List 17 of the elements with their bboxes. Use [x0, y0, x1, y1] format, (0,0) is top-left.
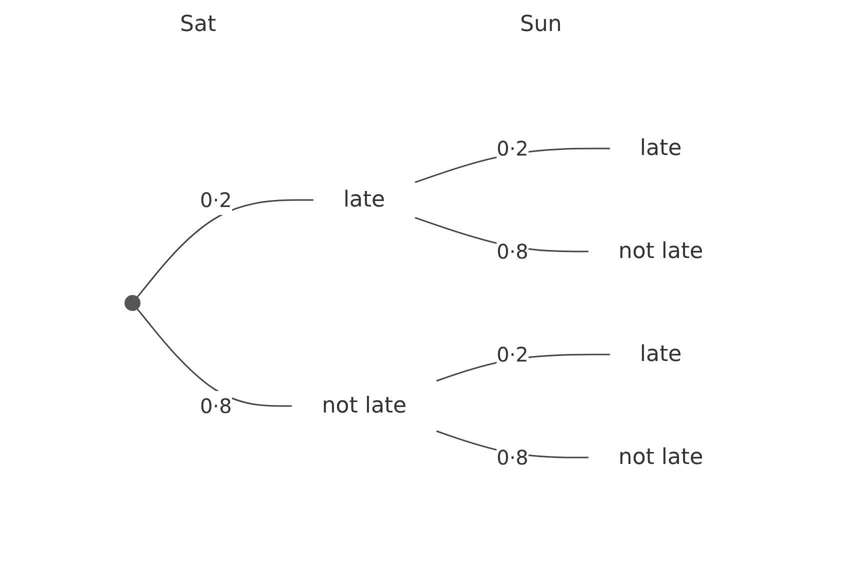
connector — [136, 198, 314, 298]
node-text: not late — [322, 393, 406, 418]
column-heading: Sun — [520, 12, 562, 37]
edge-label: 0·2 — [496, 342, 528, 366]
edge-label: 0·2 — [496, 136, 528, 160]
edge-label: 0·2 — [200, 188, 232, 212]
edge-label: 0·8 — [496, 239, 528, 263]
node-text: late — [343, 187, 385, 212]
column-heading: Sat — [180, 12, 216, 37]
node-circle — [124, 294, 140, 310]
connector — [136, 308, 292, 406]
edge-label: 0·8 — [200, 394, 232, 418]
node-text: late — [640, 136, 682, 160]
node-text: not late — [618, 238, 704, 264]
edge-label: 0·8 — [496, 445, 528, 469]
node-text: not late — [618, 444, 704, 470]
node-text: late — [640, 342, 682, 366]
